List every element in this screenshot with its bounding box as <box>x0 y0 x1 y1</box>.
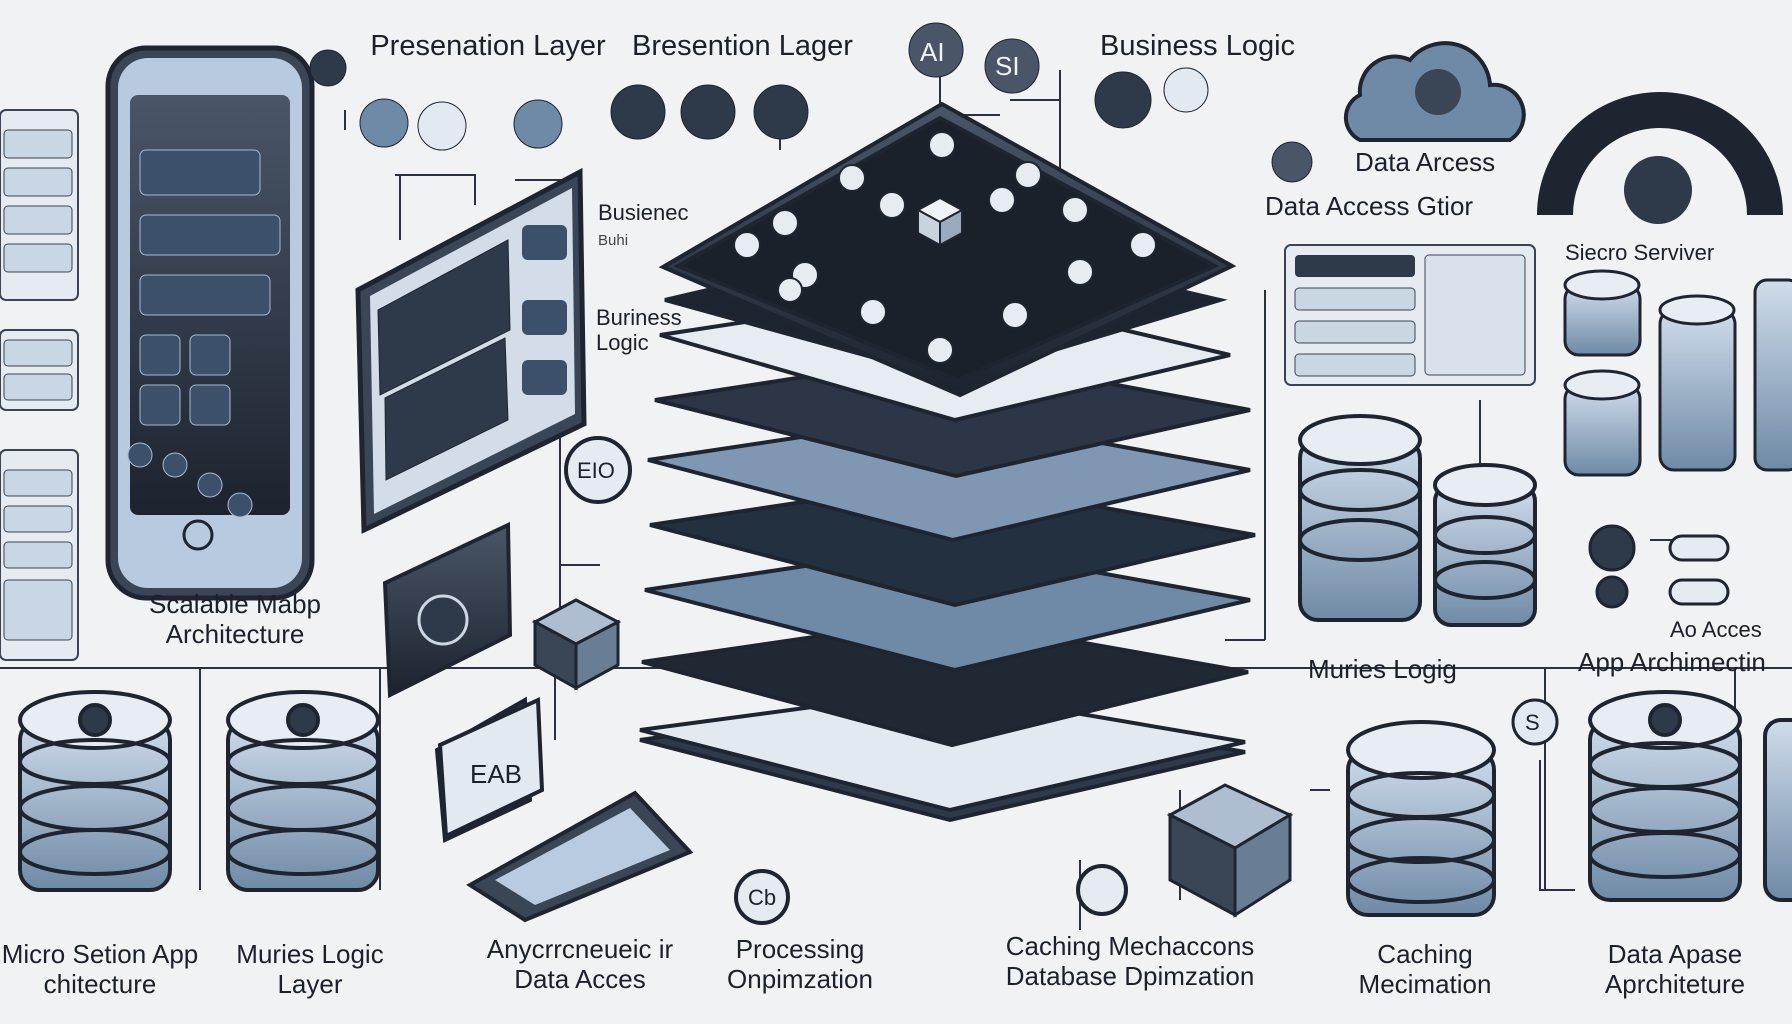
cube-icon <box>531 598 1294 918</box>
business-logic-label: Business Logic <box>1100 30 1296 62</box>
presentation-layer-label: Presenation Layer <box>370 30 606 62</box>
buhi-label: Buhi <box>598 232 629 249</box>
left-list-panel <box>0 109 79 661</box>
tablet-icon <box>355 167 587 534</box>
busienec-label: Busienec <box>598 200 689 225</box>
database-icon <box>1433 463 1537 627</box>
ao-acces-label: Ao Acces <box>1670 617 1762 642</box>
bresention-lager-label: Bresention Lager <box>632 30 853 62</box>
top-badges <box>309 22 1313 183</box>
database-icon <box>1588 690 1742 902</box>
cb-badge: Cb <box>748 885 777 910</box>
laptop-icon <box>466 790 694 923</box>
phone-icon <box>105 45 315 601</box>
database-icon <box>1763 718 1792 902</box>
data-access-gtior-label: Data Access Gtior <box>1265 191 1474 221</box>
gauge-icon <box>1537 92 1783 224</box>
muries-logic-layer-label: Muries Logic Layer <box>236 939 384 999</box>
data-list-panel <box>1284 244 1536 386</box>
server-icon <box>1563 269 1792 477</box>
database-icon <box>18 690 172 892</box>
scalable-architecture-label: Scalable Mabp Architecture <box>149 589 321 649</box>
siecro-serviver-label: Siecro Serviver <box>1565 240 1715 265</box>
muries-logig-label: Muries Logig <box>1308 654 1457 684</box>
processing-label: Processing Onpimzation <box>727 934 873 994</box>
caching-mecimation-label: Caching Mecimation <box>1358 939 1492 999</box>
database-icon <box>1298 414 1422 622</box>
database-icon <box>1346 720 1496 917</box>
app-archimectin-label: App Archimectin <box>1578 647 1766 677</box>
cloud-icon <box>1343 41 1526 142</box>
s-badge: S <box>1525 710 1540 735</box>
ai-badge: AI <box>920 37 945 67</box>
database-icons <box>18 414 1792 917</box>
eio-badge: EIO <box>577 458 615 483</box>
database-icon <box>226 690 380 892</box>
connector-pills <box>1511 524 1730 746</box>
anycrrcneueic-label: Anycrrcneueic ir Data Acces <box>486 934 674 994</box>
badges <box>437 436 1128 925</box>
si-badge: SI <box>995 51 1020 81</box>
layer-stack-icon <box>639 101 1256 823</box>
caching-mechaccons-label: Caching Mechaccons Database Dpimzation <box>1005 931 1255 991</box>
buriness-logic-label: Buriness Logic <box>596 305 682 356</box>
node-icons <box>733 131 1157 364</box>
data-arcess-label: Data Arcess <box>1355 147 1496 177</box>
eab-badge: EAB <box>470 759 523 789</box>
data-apase-label: Data Apase Aprchiteture <box>1604 939 1746 999</box>
micro-setion-label: Micro Setion App chitecture <box>1 939 199 999</box>
